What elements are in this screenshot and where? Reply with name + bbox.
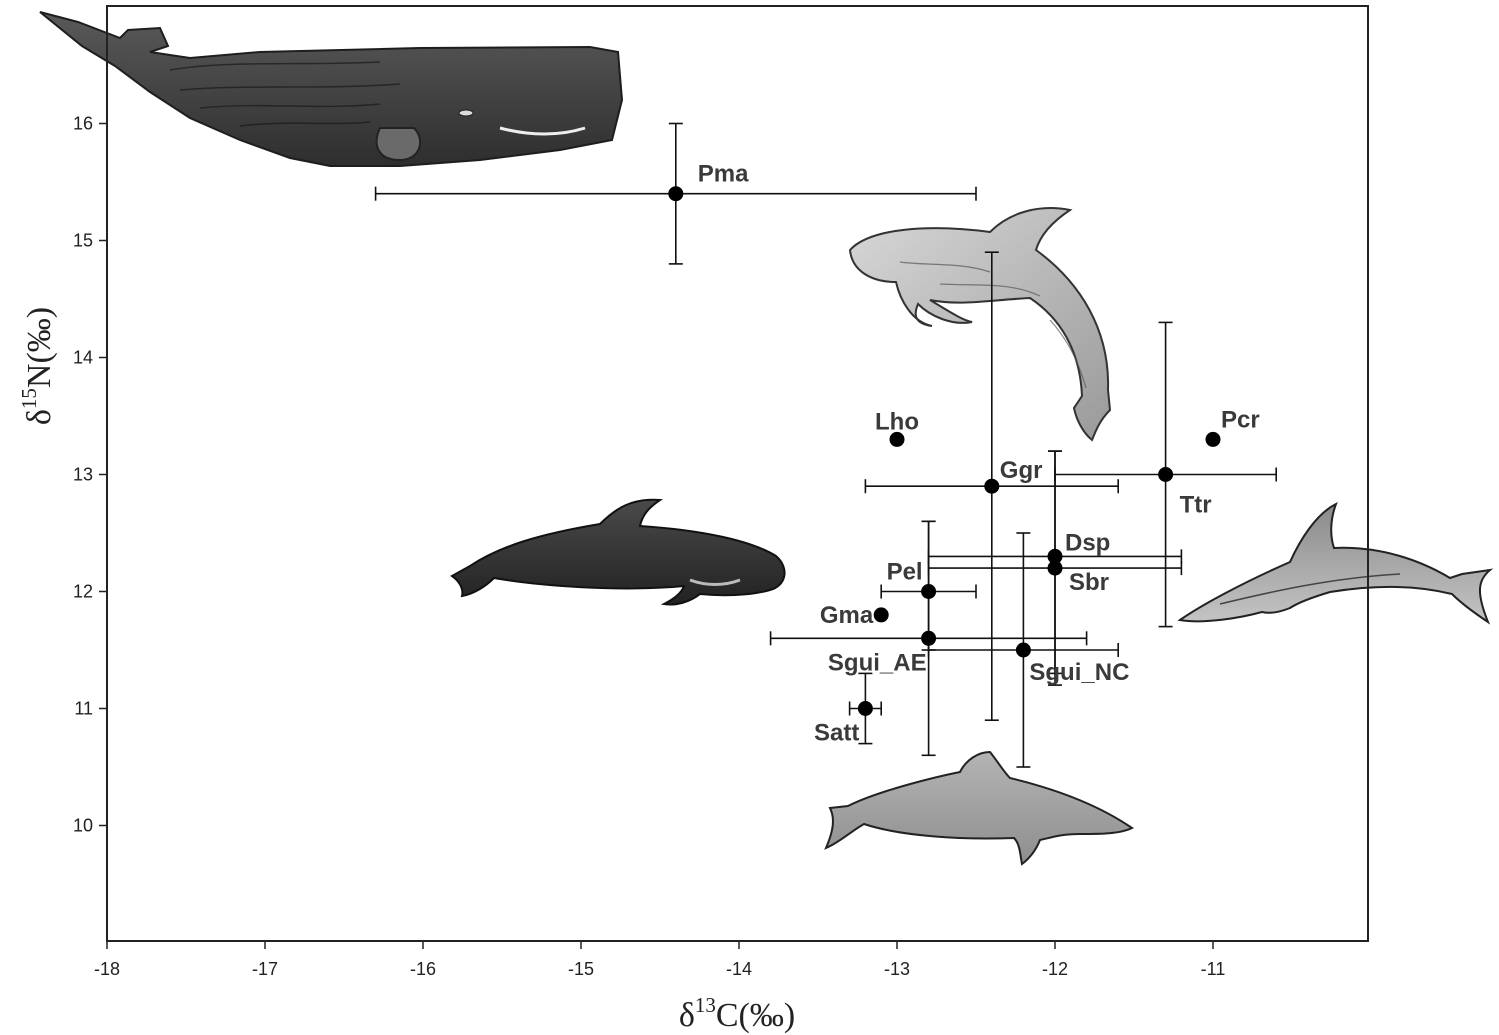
x-tick-label: -12	[1042, 959, 1068, 979]
point-label-ggr: Ggr	[1000, 457, 1043, 484]
data-point-dsp	[1047, 548, 1063, 564]
point-label-ttr: Ttr	[1180, 492, 1212, 519]
data-point-sgui_nc	[1015, 642, 1031, 658]
y-tick-label: 15	[73, 231, 93, 251]
y-tick-label: 12	[73, 582, 93, 602]
point-label-sgui_ae: Sgui_AE	[828, 649, 927, 676]
x-tick-label: -16	[410, 959, 436, 979]
point-label-dsp: Dsp	[1065, 529, 1110, 556]
pilot-whale-drawing	[450, 498, 786, 606]
x-tick-label: -13	[884, 959, 910, 979]
x-tick-label: -14	[726, 959, 752, 979]
rissos-dolphin-drawing	[848, 207, 1112, 442]
point-label-gma: Gma	[820, 602, 874, 629]
y-tick-label: 13	[73, 465, 93, 485]
point-label-sgui_nc: Sgui_NC	[1029, 659, 1129, 686]
striped-dolphin-drawing	[1177, 501, 1494, 625]
data-point-pma	[668, 186, 684, 202]
svg-text:δ15N(‰): δ15N(‰)	[17, 307, 58, 425]
x-tick-label: -18	[94, 959, 120, 979]
svg-text:δ13C(‰): δ13C(‰)	[679, 993, 795, 1034]
plot-frame	[106, 5, 1369, 942]
y-tick-label: 11	[74, 699, 93, 719]
x-tick-label: -11	[1201, 959, 1226, 979]
point-label-satt: Satt	[814, 720, 859, 747]
sperm-whale-drawing	[39, 11, 624, 167]
data-point-pcr	[1205, 431, 1221, 447]
point-label-pcr: Pcr	[1221, 406, 1260, 433]
point-label-pel: Pel	[887, 559, 923, 586]
x-tick-label: -15	[568, 959, 594, 979]
data-point-satt	[857, 701, 873, 716]
point-label-sbr: Sbr	[1069, 569, 1109, 596]
x-axis-title: δ13C(‰)	[679, 993, 795, 1034]
y-tick-label: 14	[73, 348, 93, 368]
data-point-ttr	[1158, 467, 1174, 482]
data-point-pel	[921, 584, 937, 599]
humpback-dolphin-drawing	[824, 750, 1134, 866]
x-tick-label: -17	[252, 959, 278, 979]
y-tick-label: 16	[73, 114, 93, 134]
point-label-lho: Lho	[875, 408, 919, 435]
data-point-sbr	[1047, 560, 1063, 576]
point-label-pma: Pma	[698, 161, 749, 188]
y-axis-title: δ15N(‰)	[17, 307, 58, 425]
y-tick-label: 10	[73, 816, 93, 836]
data-point-lho	[889, 431, 905, 447]
data-point-sgui_ae	[921, 630, 937, 646]
data-point-gma	[873, 607, 889, 623]
data-point-ggr	[984, 478, 1000, 494]
